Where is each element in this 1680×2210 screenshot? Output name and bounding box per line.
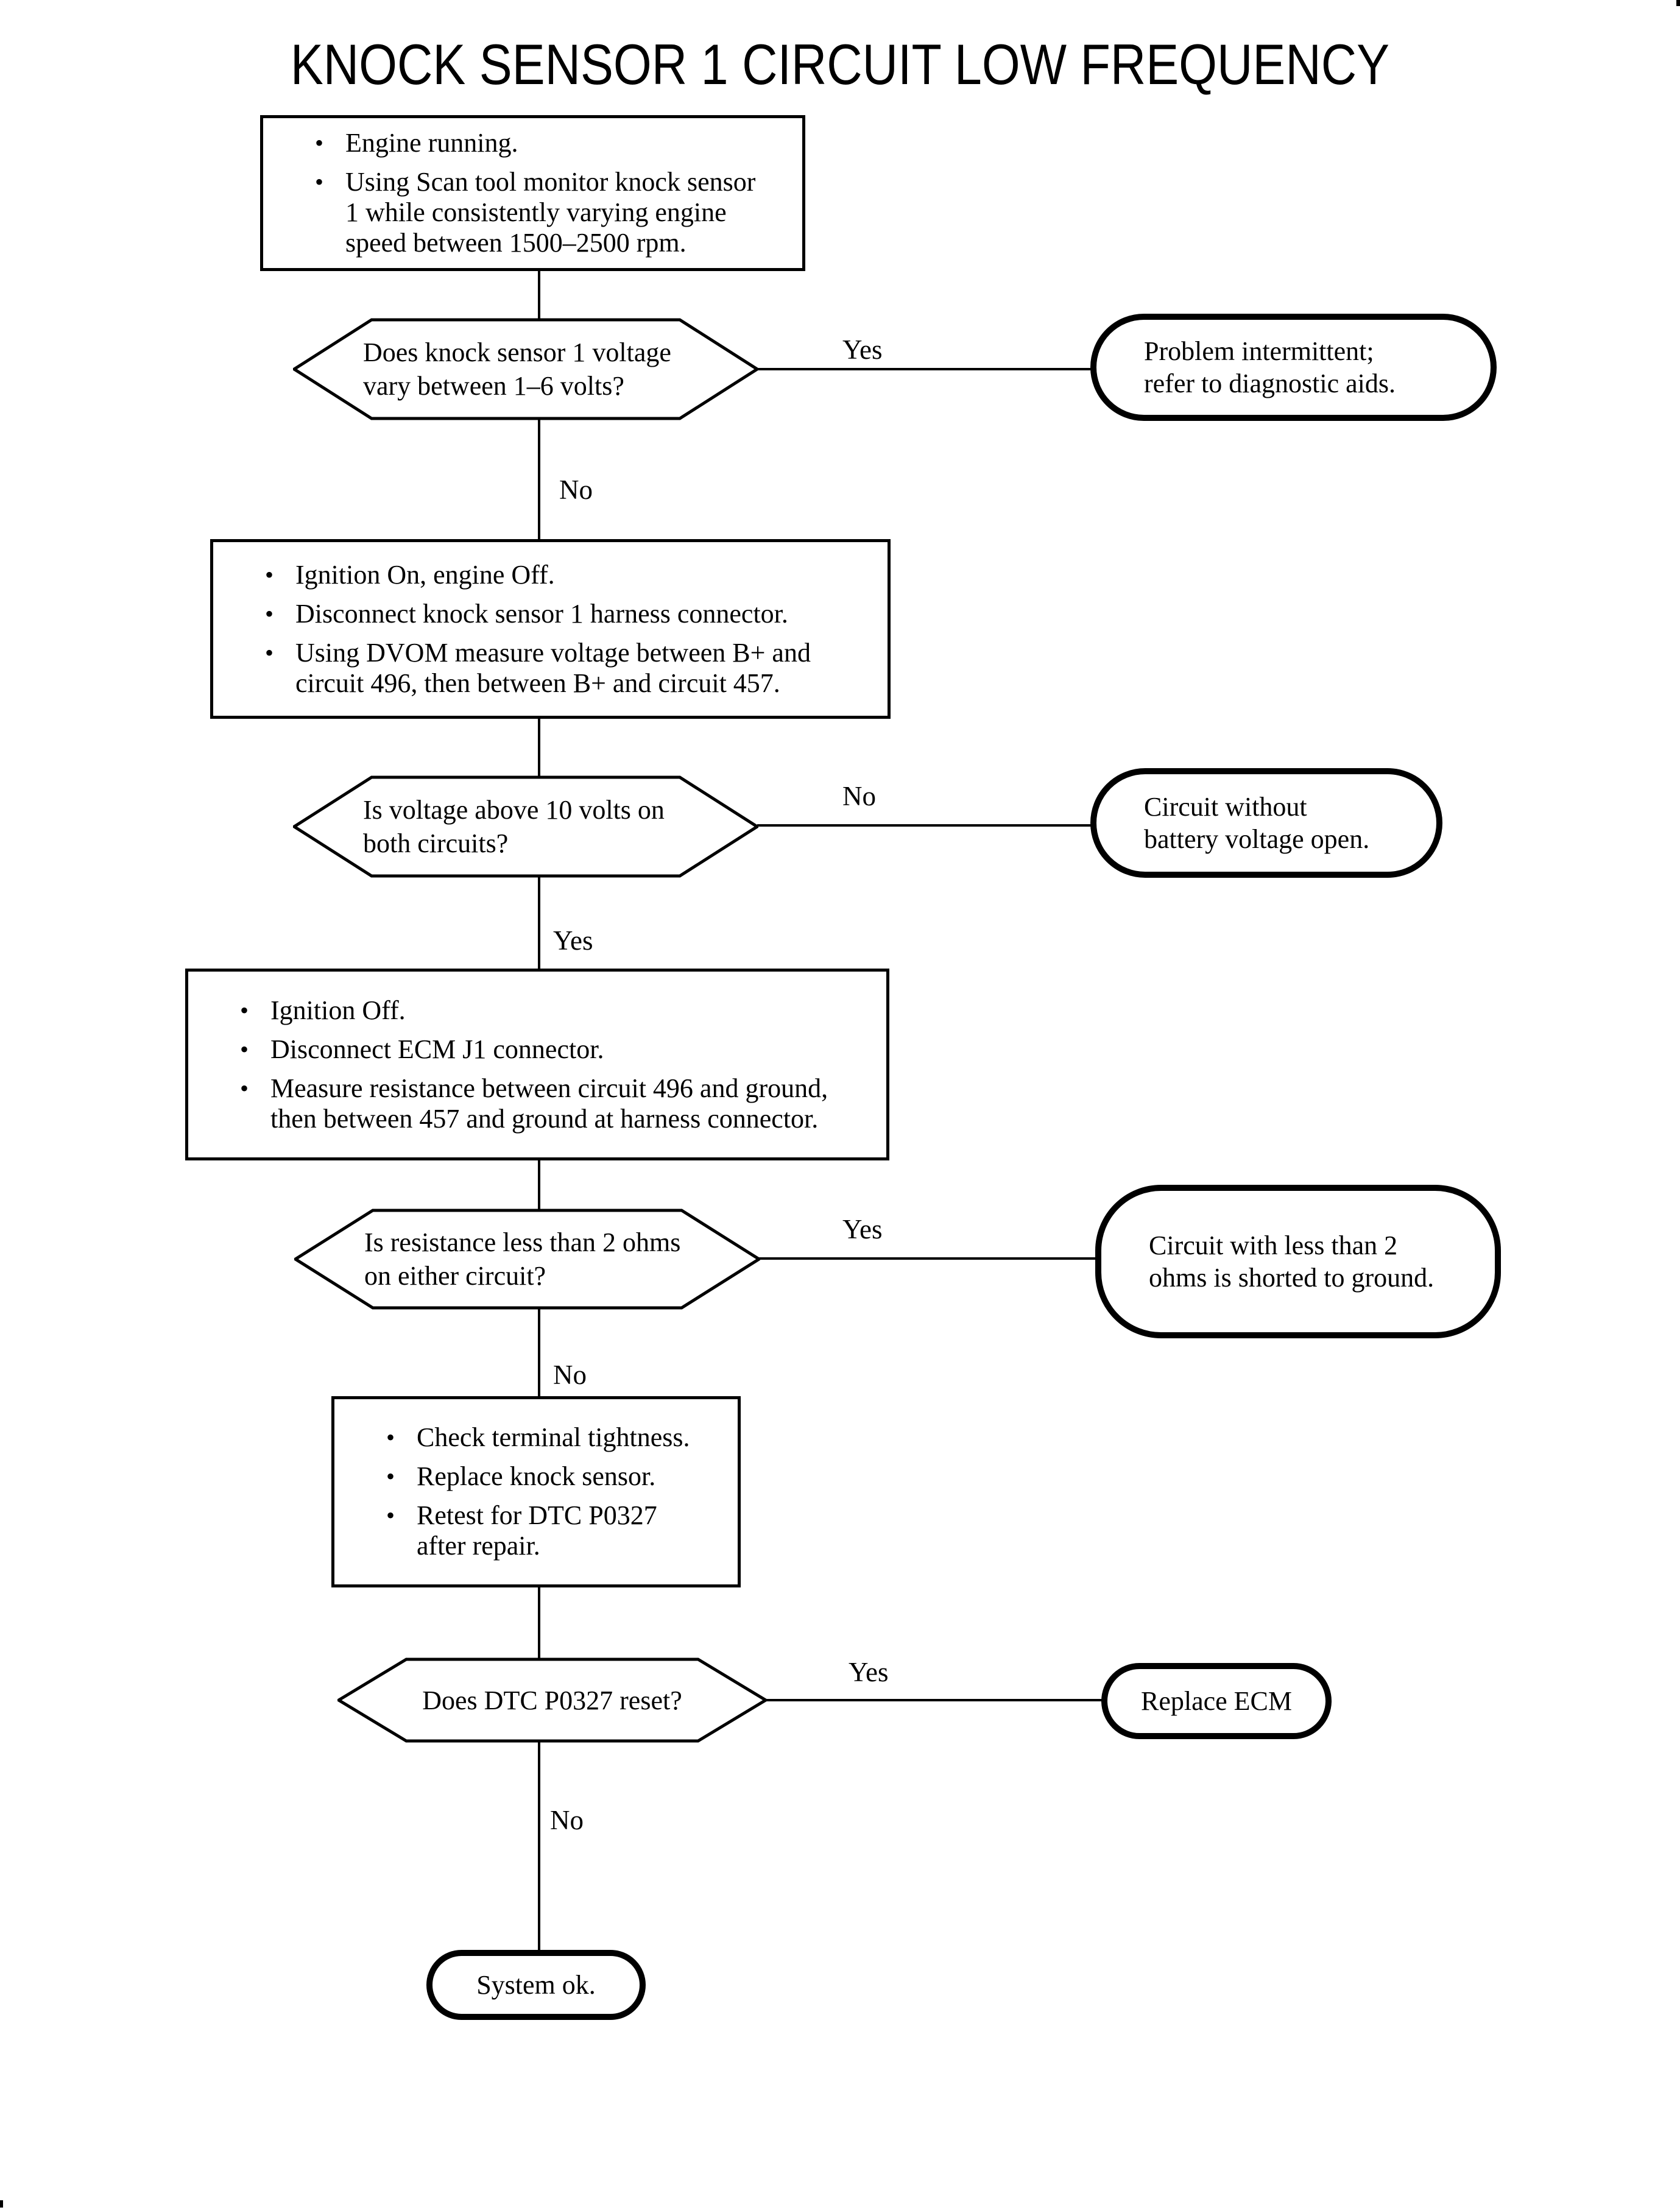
label-no-decision4: No <box>550 1805 584 1835</box>
connector-decision4-system-ok <box>538 1742 540 1952</box>
bullet-item: Disconnect ECM J1 connector. <box>240 1034 875 1065</box>
decision-text: Is resistance less than 2 ohms on either… <box>364 1227 681 1291</box>
bullet-item: Ignition Off. <box>240 995 875 1026</box>
decision-hexagon-outline <box>293 775 758 878</box>
connector-box2-decision2 <box>538 718 540 777</box>
bullet-text: Ignition On, engine Off. <box>295 559 555 590</box>
connector-decision2-box3 <box>538 877 540 970</box>
process-box-resistance-check: Ignition Off. Disconnect ECM J1 connecto… <box>185 969 889 1160</box>
label-yes-decision4: Yes <box>849 1657 889 1687</box>
bullet-item: Engine running. <box>315 128 791 158</box>
terminal-text: System ok. <box>476 1970 596 2000</box>
terminal-text: Circuit with less than 2 ohms is shorted… <box>1149 1230 1435 1293</box>
label-yes-decision1: Yes <box>842 334 883 365</box>
terminal-system-ok: System ok. <box>426 1950 646 2020</box>
bullet-item: Replace knock sensor. <box>386 1461 727 1492</box>
decision-voltage-above-10: Is voltage above 10 volts on both circui… <box>293 775 758 878</box>
decision-text: Does DTC P0327 reset? <box>422 1685 682 1715</box>
decision-resistance-less-2: Is resistance less than 2 ohms on either… <box>294 1209 760 1310</box>
bullet-text: Disconnect knock sensor 1 harness connec… <box>295 598 788 629</box>
bullet-item: Using Scan tool monitor knock sensor 1 w… <box>315 167 791 258</box>
label-yes-decision2: Yes <box>553 925 593 956</box>
bullet-item: Measure resistance between circuit 496 a… <box>240 1073 875 1134</box>
connector-box1-decision1 <box>538 271 540 320</box>
label-no-decision1: No <box>559 475 593 505</box>
bullet-text: Ignition Off. <box>270 995 406 1025</box>
decision-hexagon-outline <box>337 1658 767 1743</box>
bullet-text: Measure resistance between circuit 496 a… <box>270 1073 828 1134</box>
connector-box4-decision4 <box>538 1586 540 1659</box>
bullet-text: Check terminal tightness. <box>417 1422 690 1452</box>
connector-decision1-box2 <box>538 419 540 541</box>
bullet-item: Using DVOM measure voltage between B+ an… <box>265 638 877 699</box>
scan-speck <box>1676 0 1680 6</box>
decision-hexagon-outline <box>294 1209 760 1310</box>
decision-text: Does knock sensor 1 voltage vary between… <box>363 337 671 401</box>
bullet-text: Engine running. <box>345 128 518 158</box>
process-box-voltage-check: Ignition On, engine Off. Disconnect knoc… <box>210 539 891 719</box>
terminal-replace-ecm: Replace ECM <box>1101 1663 1332 1739</box>
decision-dtc-reset: Does DTC P0327 reset? <box>337 1658 767 1743</box>
label-no-decision3: No <box>553 1360 587 1390</box>
bullet-text: Replace knock sensor. <box>417 1461 656 1491</box>
bullet-item: Ignition On, engine Off. <box>265 560 877 590</box>
connector-decision3-terminal3 <box>759 1257 1096 1260</box>
bullet-item: Disconnect knock sensor 1 harness connec… <box>265 599 877 629</box>
connector-box3-decision3 <box>538 1159 540 1210</box>
connector-decision4-terminal4 <box>766 1699 1103 1701</box>
bullet-text: Disconnect ECM J1 connector. <box>270 1034 604 1064</box>
terminal-text: Circuit without battery voltage open. <box>1144 792 1370 854</box>
scan-speck <box>0 2200 3 2208</box>
terminal-problem-intermittent: Problem intermittent; refer to diagnosti… <box>1090 314 1497 421</box>
label-no-decision2: No <box>842 781 876 811</box>
bullet-text: Using Scan tool monitor knock sensor 1 w… <box>345 167 756 258</box>
terminal-text: Replace ECM <box>1140 1686 1293 1716</box>
process-box-repair: Check terminal tightness. Replace knock … <box>331 1396 741 1587</box>
page-title: KNOCK SENSOR 1 CIRCUIT LOW FREQUENCY <box>0 32 1680 97</box>
connector-decision3-box4 <box>538 1308 540 1398</box>
decision-text: Is voltage above 10 volts on both circui… <box>363 795 665 858</box>
decision-hexagon-outline <box>293 318 758 420</box>
terminal-circuit-open: Circuit without battery voltage open. <box>1090 768 1442 878</box>
bullet-text: Using DVOM measure voltage between B+ an… <box>295 637 811 698</box>
decision-voltage-vary: Does knock sensor 1 voltage vary between… <box>293 318 758 420</box>
terminal-text: Problem intermittent; refer to diagnosti… <box>1144 336 1396 398</box>
bullet-text: Retest for DTC P0327 after repair. <box>417 1500 657 1561</box>
connector-decision1-terminal1 <box>757 368 1092 370</box>
page-title-text: KNOCK SENSOR 1 CIRCUIT LOW FREQUENCY <box>290 32 1390 96</box>
label-yes-decision3: Yes <box>842 1214 883 1244</box>
bullet-item: Check terminal tightness. <box>386 1422 727 1453</box>
process-box-initial-test: Engine running. Using Scan tool monitor … <box>260 115 805 271</box>
connector-decision2-terminal2 <box>757 824 1092 827</box>
bullet-item: Retest for DTC P0327 after repair. <box>386 1500 727 1561</box>
terminal-shorted-to-ground: Circuit with less than 2 ohms is shorted… <box>1095 1185 1501 1338</box>
